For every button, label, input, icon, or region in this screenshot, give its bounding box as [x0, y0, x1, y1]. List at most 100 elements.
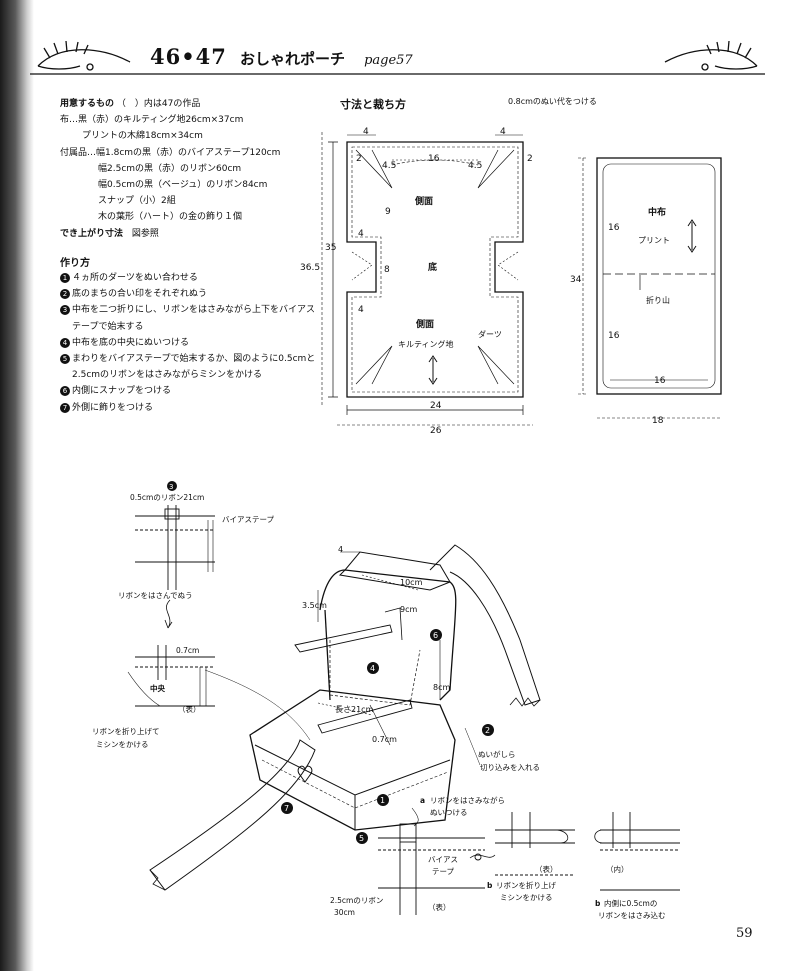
step-number-icon: 5: [60, 354, 70, 365]
ribbon-surface-label: （表）: [178, 704, 201, 714]
pattern-title: おしゃれポーチ: [239, 50, 345, 68]
detail-b1-text2: ミシンをかける: [500, 893, 553, 902]
left-flourish-icon: [37, 40, 131, 71]
step-number-icon: 2: [60, 289, 70, 300]
dim-24: 24: [430, 401, 442, 411]
ribbon-detail-step: 3: [169, 483, 173, 491]
material-line: 幅0.5cmの黒（ベージュ）のリボン84cm: [98, 180, 268, 191]
dim-35: 35: [325, 243, 336, 253]
step-marker-6: 6: [433, 631, 438, 640]
material-line: スナップ（小）2組: [98, 196, 176, 207]
dim-4-5-right: 4.5: [468, 161, 482, 171]
pouch-step-markers: 1 2 4 5 6 7: [281, 629, 494, 844]
detail-b2-text1: 内側に0.5cmの: [604, 898, 657, 908]
lining-fold: 折り山: [646, 295, 670, 305]
detail-b2-label: b: [595, 899, 601, 908]
stitch-note-1: ぬいがしら: [478, 749, 516, 759]
center-label: 中央: [150, 683, 165, 693]
finished-size-label: でき上がり寸法: [60, 228, 124, 239]
page-gutter-shadow: [0, 0, 34, 971]
side-bottom-label: 側面: [415, 318, 434, 330]
dim-4-low: 4: [358, 305, 364, 315]
b1-surface-label: （表）: [535, 864, 558, 874]
finished-size-value: 図参照: [131, 228, 159, 239]
fold-note-line1: リボンを折り上げて: [92, 726, 160, 736]
pattern-numbers: 46•47: [150, 44, 227, 69]
lining-labels: 中布 プリント 折り山 34 18 16 16 16: [570, 206, 670, 426]
step-number-icon: 7: [60, 402, 70, 413]
seam-allowance-note: 0.8cmのぬい代をつける: [508, 97, 597, 106]
pouch-dim-8: 8cm: [433, 683, 450, 692]
material-line: プリントの木綿18cm×34cm: [82, 131, 203, 142]
ribbon-detail-labels: 3 0.5cmのリボン21cm バイアステープ リボンをはさんでぬう 0.7cm…: [92, 483, 275, 749]
page-number: 59: [736, 926, 753, 941]
dim-4-5-left: 4.5: [382, 161, 396, 171]
lining-dim-34: 34: [570, 275, 582, 285]
ribbon-07-label: 0.7cm: [176, 646, 199, 655]
ribbon-30-label: 30cm: [334, 908, 355, 917]
step-marker-2: 2: [485, 726, 490, 735]
page-header: 46•47 おしゃれポーチ page57: [30, 36, 765, 86]
materials-note: （ ）内は47の作品: [116, 99, 201, 109]
bias-tape-label: バイアステープ: [222, 515, 275, 524]
bottom-label: 底: [428, 261, 437, 273]
pouch-dim-07: 0.7cm: [372, 735, 397, 744]
dim-8: 8: [384, 265, 390, 275]
materials-list: 用意するもの （ ）内は47の作品 布…黒（赤）のキルティング地26cm×37c…: [60, 96, 315, 242]
b2-inner-label: （内）: [606, 864, 629, 874]
right-flourish-icon: [664, 40, 758, 71]
ribbon-25-label: 2.5cmのリボン: [330, 896, 383, 905]
dim-4-left: 4: [363, 127, 369, 137]
step-marker-7: 7: [284, 804, 289, 813]
steps-heading: 作り方: [60, 258, 90, 269]
quilting-label: キルティング地: [398, 339, 454, 349]
material-line: 木の葉形（ハート）の金の飾り１個: [98, 212, 243, 223]
pouch-dim-4: 4: [338, 545, 343, 554]
step-number-icon: 1: [60, 273, 70, 283]
pouch-labels: 4 10cm 3.5cm 9cm 8cm 長さ21cm 0.7cm ぬいがしら …: [302, 545, 540, 772]
step-marker-5: 5: [359, 834, 364, 843]
lining-dim-16-width: 16: [654, 376, 666, 386]
pouch-illustration: [149, 544, 541, 891]
lining-name: 中布: [648, 206, 666, 218]
dim-4-mid: 4: [358, 229, 364, 239]
detail-a-text1: リボンをはさみながら: [430, 795, 505, 805]
lining-dim-16-top: 16: [608, 223, 620, 233]
material-line: 布…黒（赤）のキルティング地26cm×37cm: [60, 115, 244, 126]
materials-heading: 用意するもの: [60, 99, 115, 109]
dim-2-left: 2: [356, 154, 362, 164]
detail-b2-text2: リボンをはさみ込む: [598, 911, 666, 920]
step-number-icon: 6: [60, 386, 70, 397]
bias-label-2: テープ: [432, 867, 455, 876]
lining-dim-16-bottom: 16: [608, 331, 620, 341]
dim-36-5: 36.5: [300, 263, 320, 273]
dim-9: 9: [385, 207, 391, 217]
lining-dim-18: 18: [652, 416, 664, 426]
lining-pattern-piece: [578, 157, 722, 419]
step-marker-4: 4: [370, 664, 375, 673]
fold-note-line2: ミシンをかける: [96, 740, 149, 749]
bias-label-1: バイアス: [428, 855, 458, 864]
detail-surface-label: （表）: [428, 902, 451, 912]
lining-print: プリント: [638, 236, 670, 245]
detail-a-text2: ぬいつける: [430, 808, 468, 817]
pouch-dim-9: 9cm: [400, 605, 417, 614]
ribbon-size-label: 0.5cmのリボン21cm: [130, 493, 204, 502]
detail-b1-label: b: [487, 881, 493, 890]
step-marker-1: 1: [380, 796, 385, 805]
step-number-icon: 4: [60, 337, 70, 348]
bottom-detail: [378, 807, 680, 915]
material-line: 幅2.5cmの黒（赤）のリボン60cm: [98, 163, 242, 174]
ribbon-detail: [127, 481, 311, 741]
side-top-label: 側面: [414, 195, 433, 207]
page-reference: page57: [364, 53, 413, 68]
